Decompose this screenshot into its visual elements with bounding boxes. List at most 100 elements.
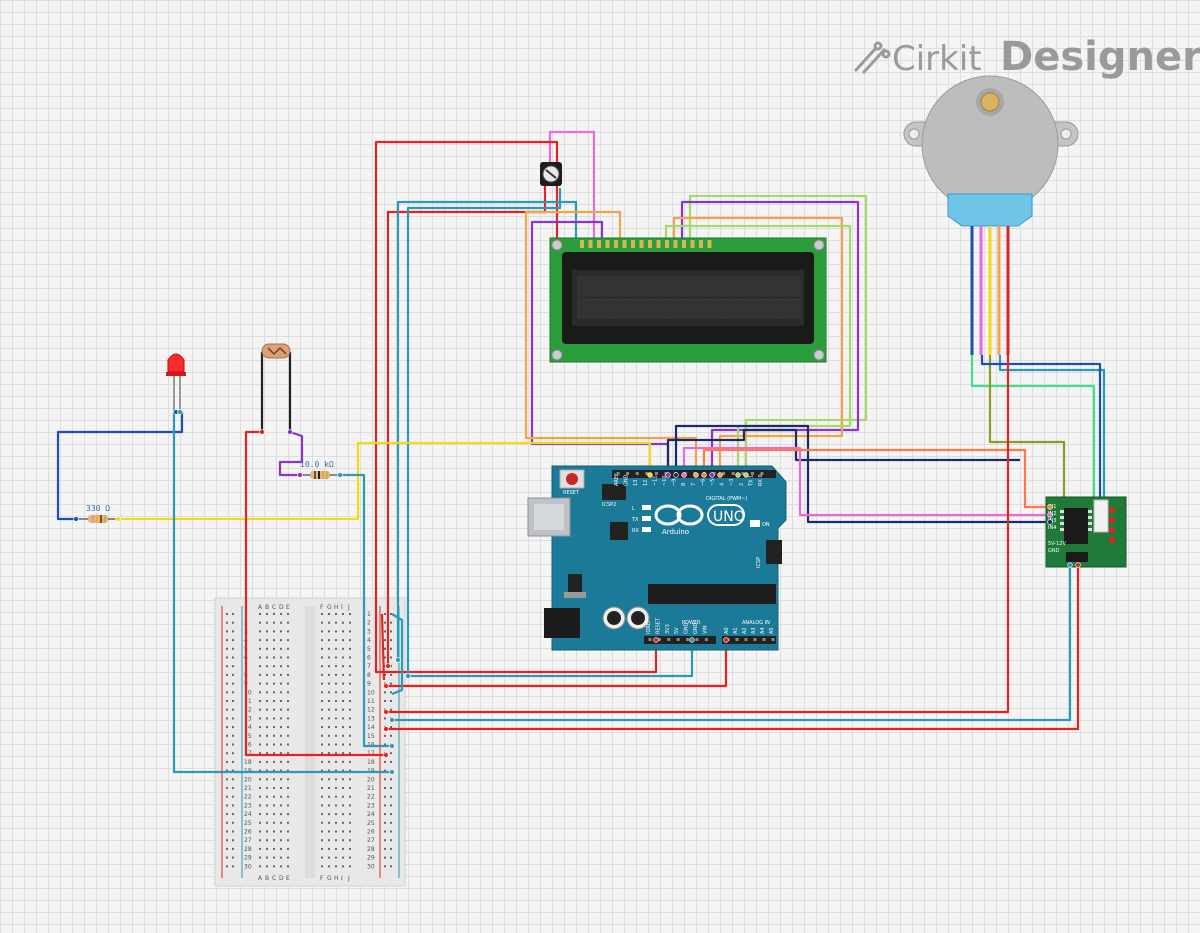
hole — [259, 734, 261, 737]
header-pin — [695, 638, 699, 641]
potentiometer[interactable] — [540, 162, 562, 186]
resistor-330[interactable]: 330 Ω — [76, 504, 118, 523]
hole — [259, 856, 261, 859]
hole — [280, 682, 282, 685]
hole — [335, 630, 337, 633]
hole — [335, 734, 337, 737]
stepper-motor[interactable] — [903, 75, 1079, 355]
pin-label: 8 — [681, 483, 687, 486]
rail-hole — [232, 839, 234, 842]
rail-hole — [232, 665, 234, 668]
hole — [287, 700, 289, 702]
rail-hole — [390, 621, 392, 624]
brand-bold: Designer — [1000, 34, 1200, 80]
pin-label: ~3 — [729, 479, 735, 486]
hole — [328, 717, 330, 720]
hole — [335, 708, 337, 711]
hole — [266, 752, 268, 755]
header-pin — [760, 472, 764, 475]
lcd-cell — [605, 276, 619, 297]
lcd-16x2[interactable] — [549, 237, 827, 363]
hole — [280, 752, 282, 755]
rail-hole — [384, 856, 386, 859]
wire-endpoint — [1047, 512, 1053, 518]
hole — [266, 682, 268, 685]
wire-endpoint — [287, 429, 293, 435]
col-label: E — [286, 604, 290, 611]
hole — [349, 830, 351, 833]
row-label: 9 — [367, 681, 371, 688]
row-label: 17 — [244, 750, 252, 757]
lcd-pin — [614, 240, 618, 248]
header-pin — [676, 638, 680, 641]
wire-endpoint — [389, 717, 395, 723]
wire-endpoint — [723, 637, 729, 643]
hole — [342, 621, 344, 624]
hole — [266, 613, 268, 615]
rail-hole — [232, 813, 234, 816]
wire-endpoint — [73, 516, 79, 522]
hole — [321, 656, 323, 659]
hole — [349, 647, 351, 650]
wire-endpoint — [1067, 562, 1073, 568]
hole — [266, 630, 268, 633]
hole — [280, 665, 282, 668]
wire-endpoint — [115, 516, 121, 522]
rail-hole — [226, 787, 228, 789]
wire-endpoint — [383, 752, 389, 758]
hole — [349, 734, 351, 737]
hole — [328, 839, 330, 842]
hole — [280, 700, 282, 702]
col-label: J — [347, 875, 350, 882]
hole — [342, 630, 344, 633]
col-label: F — [320, 604, 324, 611]
hole — [280, 847, 282, 850]
rail-hole — [390, 639, 392, 642]
wire-purple-ldr — [278, 430, 304, 477]
hole — [273, 865, 275, 868]
header-pin — [753, 638, 757, 641]
lcd-cell — [647, 298, 661, 319]
rail-hole — [390, 804, 392, 807]
on-label: ON — [762, 522, 770, 528]
row-label: 10 — [367, 689, 375, 696]
rail-hole — [226, 847, 228, 850]
rail-hole — [226, 760, 228, 763]
rail-hole — [226, 717, 228, 720]
hole — [273, 821, 275, 824]
hole — [321, 726, 323, 729]
photoresistor[interactable] — [261, 343, 291, 359]
hole — [328, 665, 330, 668]
hole — [266, 865, 268, 868]
hole — [259, 673, 261, 676]
hole — [266, 795, 268, 798]
hole — [321, 830, 323, 833]
hole — [273, 778, 275, 781]
col-label: J — [347, 604, 350, 611]
red-led[interactable] — [166, 353, 186, 412]
hole — [321, 691, 323, 694]
pin-label: 13 — [633, 480, 639, 486]
header-pin — [667, 638, 671, 641]
hole — [280, 613, 282, 615]
header-pin — [741, 472, 745, 475]
row-label: 23 — [367, 802, 375, 809]
hole — [287, 778, 289, 781]
lcd-pin — [639, 240, 644, 248]
rail-hole — [226, 734, 228, 737]
row-label: 20 — [367, 776, 375, 783]
pin-label: RESET — [655, 617, 661, 634]
hole — [273, 708, 275, 711]
resistor-10k[interactable]: 10.0 kΩ — [300, 460, 340, 479]
row-label: 26 — [244, 829, 252, 836]
hole — [273, 839, 275, 842]
rail-hole — [226, 821, 228, 824]
row-label: 12 — [244, 707, 252, 714]
wire-endpoint — [405, 673, 411, 679]
header-pin — [735, 638, 739, 641]
reset-button[interactable] — [566, 473, 578, 485]
col-label: C — [272, 604, 276, 611]
